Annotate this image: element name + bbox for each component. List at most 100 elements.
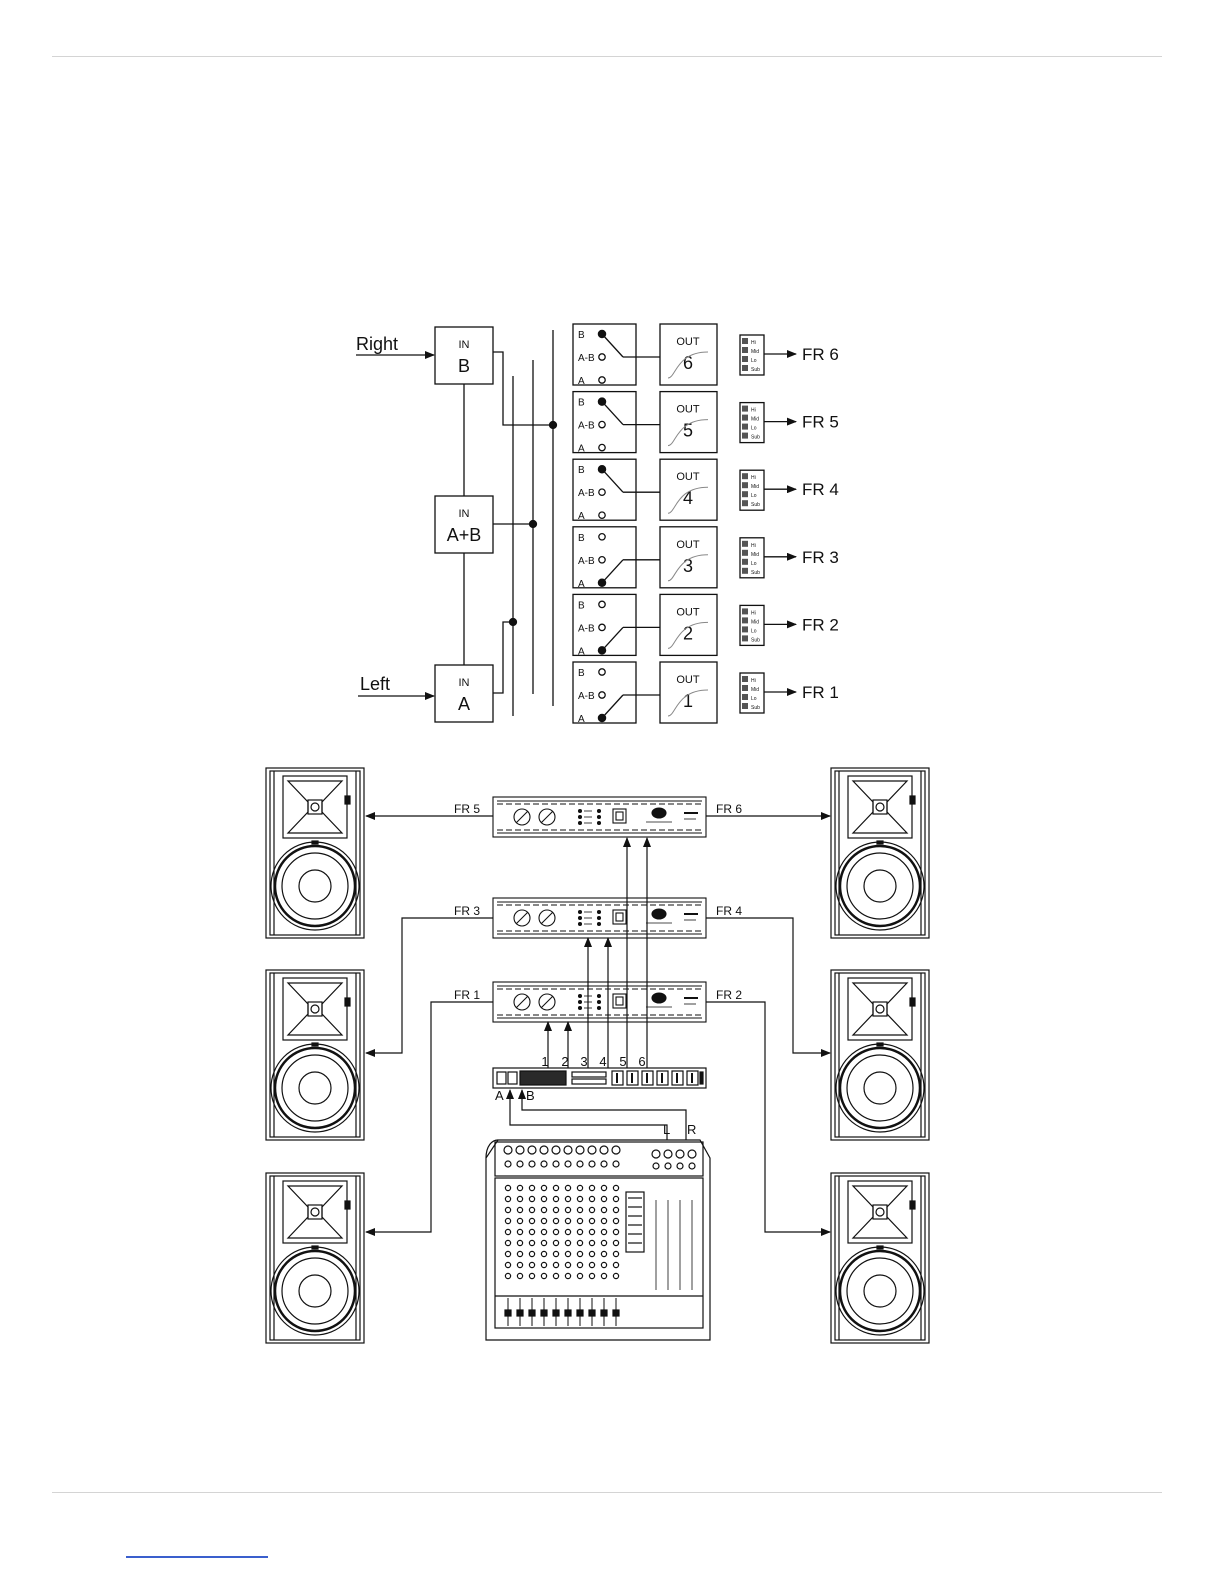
footer-link-underline [126, 1556, 268, 1558]
cable-fr4 [706, 918, 830, 1053]
out-label: OUT [676, 539, 700, 551]
band-label: Mid [751, 484, 759, 490]
cable-fr1 [366, 1002, 493, 1232]
selector-label: A-B [578, 623, 595, 634]
out-label: OUT [676, 471, 700, 483]
band-indicator [742, 559, 748, 565]
band-label: Lo [751, 561, 757, 567]
selector-label: A-B [578, 353, 595, 364]
cable-fr2 [706, 1002, 830, 1232]
system-setup-illustration [266, 768, 929, 1343]
band-indicator [742, 635, 748, 641]
band-label: Hi [751, 543, 756, 549]
mixer-fader-cap [565, 1310, 571, 1316]
band-indicator [742, 482, 748, 488]
band-label: Sub [751, 705, 760, 711]
band-indicator [742, 694, 748, 700]
selector-label: B [578, 398, 585, 409]
output-row-2: BA-BAOUT2HiMidLoSubFR 2 [573, 594, 839, 657]
mixer-fader-cap [541, 1310, 547, 1316]
mixer-fader-cap [505, 1310, 511, 1316]
mixer-fader-cap [529, 1310, 535, 1316]
fr-label-4: FR 4 [802, 480, 839, 499]
mixer-fader-cap [577, 1310, 583, 1316]
selector-dot [599, 557, 605, 563]
band-label: Hi [751, 408, 756, 414]
speaker-fr2 [831, 1173, 929, 1343]
band-indicator [742, 491, 748, 497]
band-indicator [742, 703, 748, 709]
input-b-in-label: IN [459, 339, 470, 351]
speaker-fr5 [266, 768, 364, 938]
selector-label: A-B [578, 488, 595, 499]
selector-dot [599, 489, 605, 495]
band-label: Sub [751, 435, 760, 441]
band-label: Mid [751, 349, 759, 355]
fr-label-3: FR 3 [802, 548, 839, 567]
out-number: 2 [683, 623, 693, 643]
band-indicator [742, 685, 748, 691]
processor-to-amp-lines [548, 838, 647, 1068]
band-indicator [742, 617, 748, 623]
band-indicator [742, 406, 748, 412]
junction-a [510, 619, 517, 626]
band-label: Sub [751, 502, 760, 508]
band-label: Mid [751, 417, 759, 423]
speaker-fr1 [266, 1173, 364, 1343]
mixer-l-to-processor-a [510, 1090, 667, 1140]
amplifier-1 [493, 797, 706, 837]
input-b-name: B [458, 356, 470, 376]
band-label: Sub [751, 367, 760, 373]
selector-dot [599, 624, 605, 630]
band-label: Lo [751, 426, 757, 432]
mixer-r-to-processor-b [522, 1090, 686, 1140]
selector-dot [599, 601, 605, 607]
band-indicator [742, 500, 748, 506]
selector-label: B [578, 668, 585, 679]
band-indicator [742, 473, 748, 479]
fr-label-6: FR 6 [802, 345, 839, 364]
band-indicator [742, 608, 748, 614]
band-indicator [742, 365, 748, 371]
input-a-in-label: IN [459, 677, 470, 689]
input-ab-in-label: IN [459, 508, 470, 520]
selector-dot [599, 669, 605, 675]
band-label: Sub [751, 570, 760, 576]
loudspeaker-processor [493, 1068, 706, 1088]
input-a-name: A [458, 694, 470, 714]
mixer-fader-cap [553, 1310, 559, 1316]
band-label: Hi [751, 678, 756, 684]
out-label: OUT [676, 404, 700, 416]
band-label: Lo [751, 696, 757, 702]
band-indicator [742, 626, 748, 632]
band-label: Hi [751, 340, 756, 346]
routing-block-diagram: Right Left IN B IN A+B IN A BA-BAOUT6HiM… [356, 324, 839, 725]
selector-dot [599, 354, 605, 360]
selector-dot [599, 421, 605, 427]
speaker-fr3 [266, 970, 364, 1140]
fr-label-2: FR 2 [802, 615, 839, 634]
input-ab-name: A+B [447, 525, 482, 545]
out-label: OUT [676, 606, 700, 618]
band-indicator [742, 347, 748, 353]
mixing-console [486, 1140, 710, 1340]
band-indicator [742, 568, 748, 574]
band-indicator [742, 550, 748, 556]
output-row-3: BA-BAOUT3HiMidLoSubFR 3 [573, 527, 839, 590]
out-number: 4 [683, 488, 693, 508]
fr-label-5: FR 5 [802, 413, 839, 432]
source-label-right: Right [356, 334, 398, 354]
selector-label: A [578, 579, 585, 590]
band-indicator [742, 424, 748, 430]
amplifier-3 [493, 982, 706, 1022]
speaker-fr4 [831, 970, 929, 1140]
amplifier-2 [493, 898, 706, 938]
output-row-6: BA-BAOUT6HiMidLoSubFR 6 [573, 324, 839, 387]
selector-dot [599, 512, 605, 518]
selector-label: A-B [578, 421, 595, 432]
selector-label: B [578, 600, 585, 611]
input-a-to-bus [493, 622, 513, 693]
band-label: Sub [751, 637, 760, 643]
